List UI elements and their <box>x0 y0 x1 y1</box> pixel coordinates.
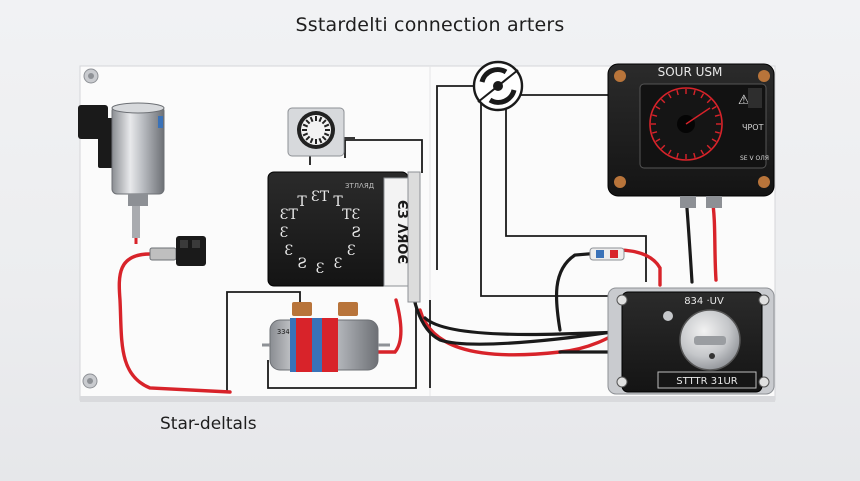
dial-indicator <box>287 107 345 157</box>
capacitor: ЗЗ4 <box>262 302 390 372</box>
meter-tick <box>667 93 672 99</box>
timer-glyph: ƐT <box>280 207 299 223</box>
starter-top-label: 834 ·UV <box>684 296 724 307</box>
timer-glyph: ƐT <box>311 189 330 205</box>
capacitor-label: ЗЗ4 <box>277 328 290 336</box>
meter-tick <box>693 90 696 96</box>
dial-tick <box>323 132 330 137</box>
meter-tick <box>700 93 705 99</box>
timer-glyph: Ƨ <box>351 225 361 241</box>
dial-tick <box>318 116 323 123</box>
timer-glyph: Ƨ <box>297 256 307 272</box>
starter-bottom-label: STTTR 31UR <box>676 376 737 387</box>
meter-bottom-label: SE V ОЛЯ <box>740 155 769 162</box>
meter-tick <box>706 144 712 150</box>
diagram-title: Sstardelti connection arters <box>295 14 565 36</box>
timer-glyph: TƐ <box>342 207 360 223</box>
meter-tick <box>714 131 720 134</box>
dial-tick <box>321 135 327 141</box>
timer-glyph: Ɛ <box>316 261 325 277</box>
motor-symbol-icon <box>472 60 524 112</box>
board-screw-icon <box>82 373 98 389</box>
meter-tick <box>667 149 672 155</box>
wire-connector <box>589 247 625 261</box>
dial-tick <box>323 123 330 128</box>
meter-tick <box>655 138 661 143</box>
meter-side-label: ЧPOT <box>742 123 764 132</box>
cylinder-relay <box>78 102 165 244</box>
board-screw-icon <box>83 68 99 84</box>
meter-tick <box>660 98 666 104</box>
dial-tick <box>321 119 327 125</box>
dial-tick <box>318 137 323 144</box>
meter-tick <box>676 90 679 96</box>
timer-top-label: ЗТЛΛЯД <box>345 182 375 190</box>
dial-tick <box>309 137 314 144</box>
dial-tick <box>302 132 309 137</box>
dial-tick <box>305 135 311 141</box>
meter-tick <box>706 98 712 104</box>
contactor-side-label: ЄЗ ΛЯОЄ <box>394 200 409 264</box>
meter-tick <box>660 144 666 150</box>
meter-label: SOUR USM <box>658 65 723 79</box>
dial-tick <box>309 116 314 123</box>
meter-tick <box>652 131 658 134</box>
dial-tick <box>302 123 309 128</box>
meter-tick <box>652 114 658 117</box>
meter-tick <box>676 152 679 158</box>
timer-glyph: Ɛ <box>284 243 293 259</box>
timer-glyph: Ɛ <box>280 225 289 241</box>
timer-glyph: T <box>333 194 343 210</box>
meter-tick <box>700 149 705 155</box>
timer-glyph: T <box>297 194 307 210</box>
meter-box: SOUR USM ⚠ ЧPOT SE V ОЛЯ <box>607 63 775 208</box>
meter-tick <box>711 138 717 143</box>
caption-label: Star-deltals <box>160 414 257 434</box>
meter-tick <box>711 105 717 110</box>
warning-icon: ⚠ <box>738 93 750 108</box>
terminal-plug <box>149 236 206 266</box>
dial-tick <box>305 119 311 125</box>
starter-box: 834 ·UV STTTR 31UR <box>607 287 775 395</box>
contactor-plate: ЄЗ ΛЯОЄ <box>383 171 421 303</box>
timer-glyph: Ɛ <box>334 256 343 272</box>
meter-tick <box>655 105 661 110</box>
meter-tick <box>714 114 720 117</box>
timer-glyph: Ɛ <box>347 243 356 259</box>
meter-tick <box>693 152 696 158</box>
